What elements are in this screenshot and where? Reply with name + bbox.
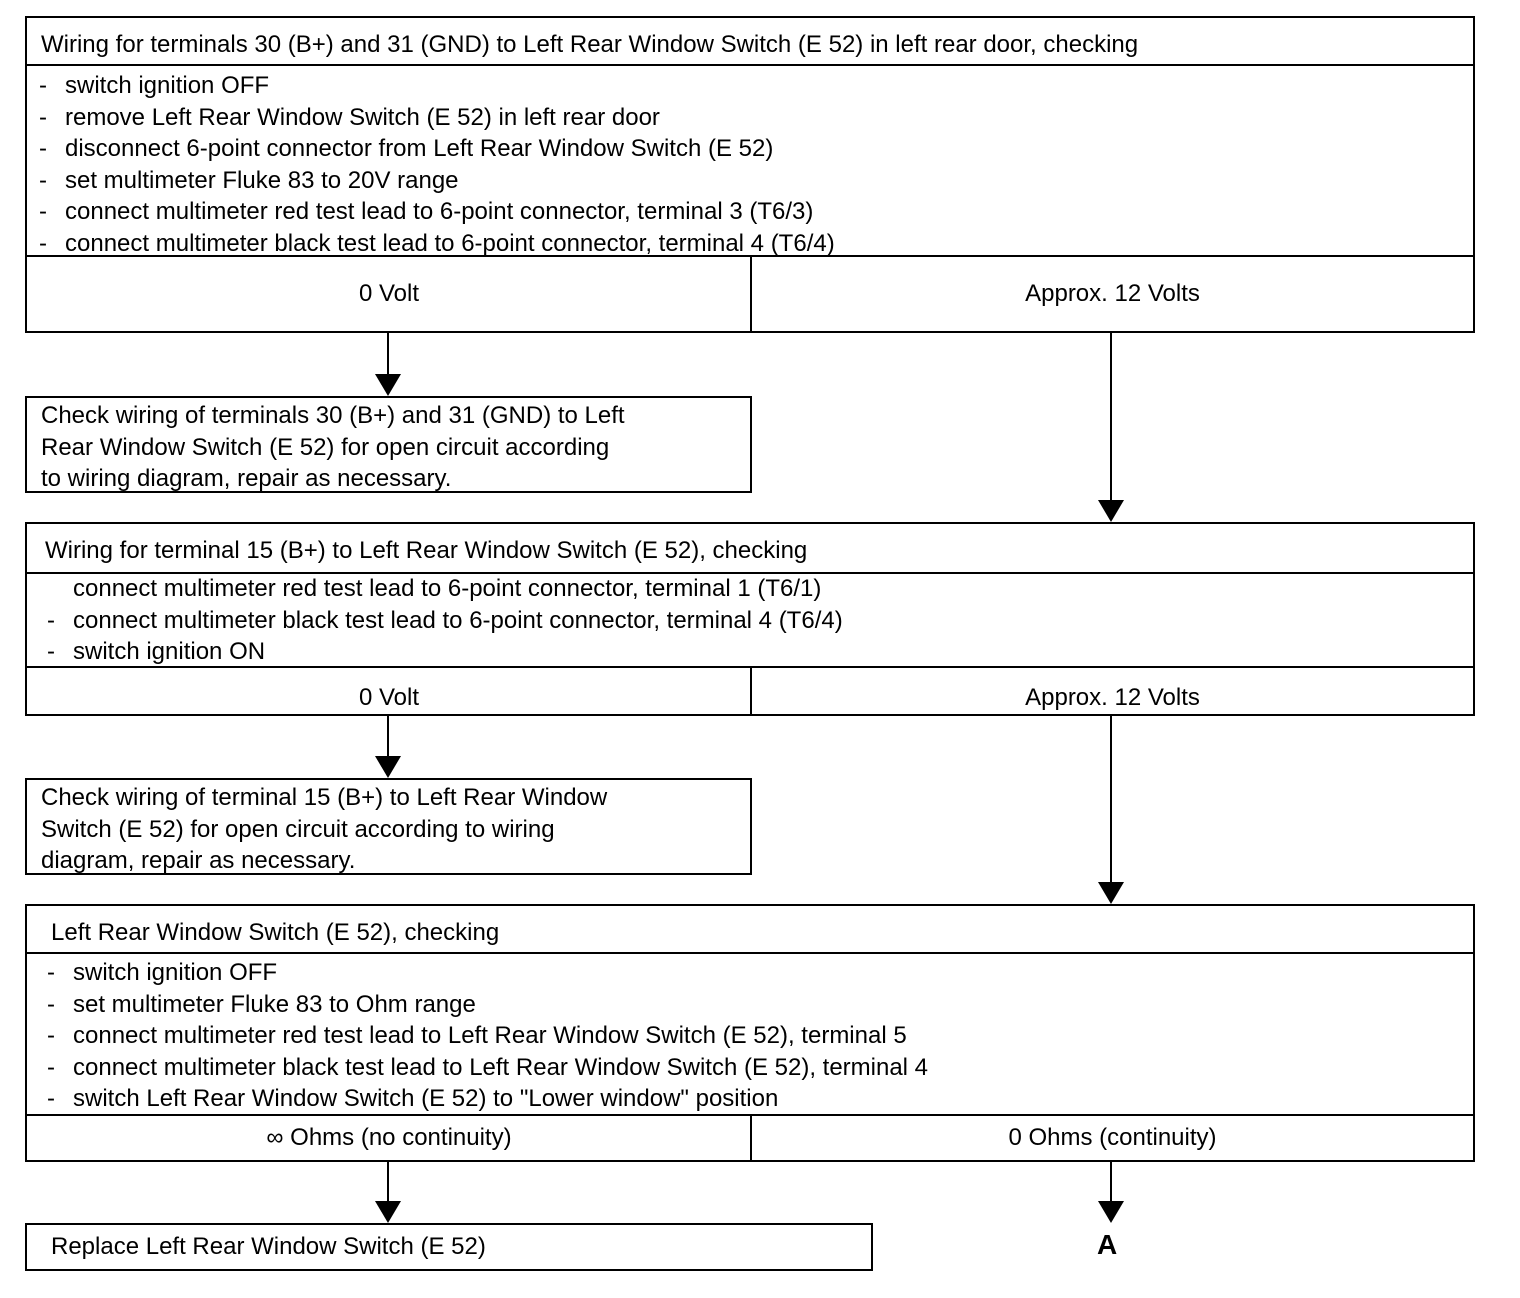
connector-line [1110,1162,1112,1204]
replace-switch-text: Replace Left Rear Window Switch (E 52) [51,1233,486,1260]
note1-line: Rear Window Switch (E 52) for open circu… [41,433,610,461]
block1-steps: -switch ignition OFF -remove Left Rear W… [27,70,1473,259]
note2-line: diagram, repair as necessary. [41,847,356,874]
replace-switch-box: Replace Left Rear Window Switch (E 52) [25,1223,873,1271]
block1-check-box: Wiring for terminals 30 (B+) and 31 (GND… [25,16,1475,257]
note1-line: to wiring diagram, repair as necessary. [41,465,452,492]
block2-title: Wiring for terminal 15 (B+) to Left Rear… [27,524,1473,574]
block3-outcomes: ∞ Ohms (no continuity) 0 Ohms (continuit… [25,1114,1475,1162]
block2-outcomes: 0 Volt Approx. 12 Volts [25,666,1475,716]
block2-step: -connect multimeter black test lead to 6… [47,606,843,634]
block3-title: Left Rear Window Switch (E 52), checking [27,906,1473,954]
block1-step: -disconnect 6-point connector from Left … [39,135,774,162]
block2-step: -switch ignition ON [47,638,266,665]
goto-label-a: A [1097,1229,1118,1260]
arrow-down-icon [1098,1201,1124,1223]
connector-line [387,1162,389,1204]
block3-outcome-left: ∞ Ohms (no continuity) [266,1124,512,1151]
connector-line [1110,333,1112,503]
block3-steps: -switch ignition OFF -set multimeter Flu… [27,957,1473,1115]
arrow-down-icon [375,756,401,778]
block1-step: -connect multimeter black test lead to 6… [39,229,835,257]
block2-outcome-right: Approx. 12 Volts [1025,684,1200,711]
block1-title: Wiring for terminals 30 (B+) and 31 (GND… [27,18,1473,66]
block1-step: -remove Left Rear Window Switch (E 52) i… [39,103,660,131]
block1-outcomes: 0 Volt Approx. 12 Volts [25,255,1475,333]
connector-line [1110,716,1112,884]
outcome-divider [750,1116,752,1160]
block3-step: -connect multimeter red test lead to Lef… [47,1022,907,1049]
block3-step: -set multimeter Fluke 83 to Ohm range [47,990,476,1018]
connector-line [387,333,389,378]
connector-line [387,716,389,758]
block2-step: connect multimeter red test lead to 6-po… [73,575,822,602]
block3-check-box: Left Rear Window Switch (E 52), checking… [25,904,1475,1116]
arrow-down-icon [1098,882,1124,904]
block3-step: -switch ignition OFF [47,959,278,986]
block3-step: -connect multimeter black test lead to L… [47,1053,929,1081]
arrow-down-icon [375,1201,401,1223]
note2-line: Check wiring of terminal 15 (B+) to Left… [41,784,608,811]
outcome-divider [750,668,752,714]
block2-check-box: Wiring for terminal 15 (B+) to Left Rear… [25,522,1475,668]
block1-step: -switch ignition OFF [39,72,270,99]
block1-step: -set multimeter Fluke 83 to 20V range [39,166,459,194]
block2-steps: connect multimeter red test lead to 6-po… [27,573,1473,668]
note1-line: Check wiring of terminals 30 (B+) and 31… [41,402,625,429]
note2-repair-box: Check wiring of terminal 15 (B+) to Left… [25,778,752,875]
block3-step: -switch Left Rear Window Switch (E 52) t… [47,1085,779,1112]
block1-step: -connect multimeter red test lead to 6-p… [39,198,814,225]
arrow-down-icon [375,374,401,396]
note2-line: Switch (E 52) for open circuit according… [41,815,555,843]
block2-outcome-left: 0 Volt [358,684,420,711]
block1-outcome-left: 0 Volt [358,280,420,307]
outcome-divider [750,257,752,331]
arrow-down-icon [1098,500,1124,522]
note1-repair-box: Check wiring of terminals 30 (B+) and 31… [25,396,752,493]
block1-outcome-right: Approx. 12 Volts [1025,280,1200,307]
block3-outcome-right: 0 Ohms (continuity) [1008,1124,1217,1151]
